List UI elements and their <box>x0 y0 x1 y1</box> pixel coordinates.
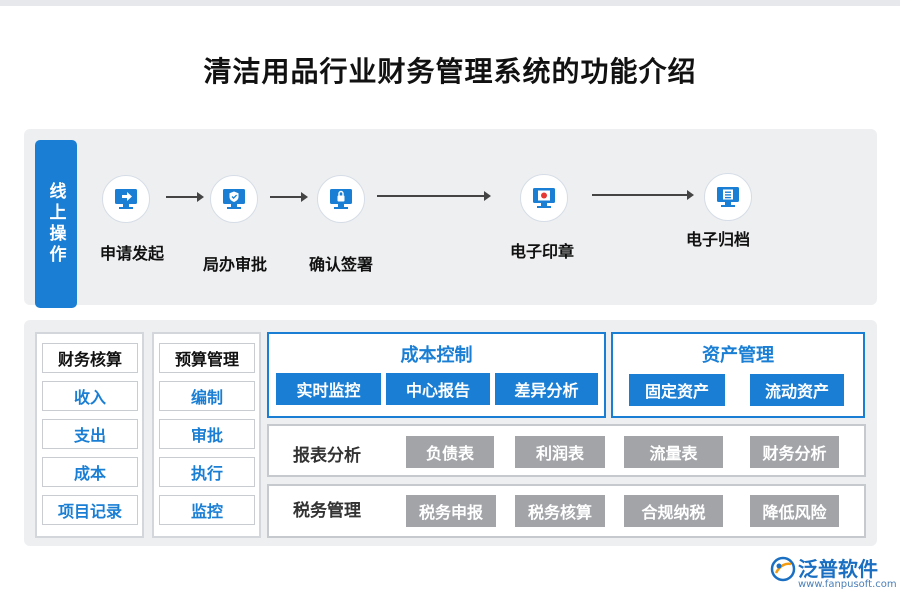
tax-item-accounting: 税务核算 <box>515 495 605 527</box>
brand-logo-icon <box>770 556 796 582</box>
step-label-archive: 电子归档 <box>686 230 751 249</box>
budget-title: 预算管理 <box>159 343 255 373</box>
report-item-financial-analysis: 财务分析 <box>750 436 839 468</box>
cost-item-center-report: 中心报告 <box>386 373 490 405</box>
tax-item-filing: 税务申报 <box>406 495 496 527</box>
brand-logo: 泛普软件 www.fanpusoft.com <box>770 553 897 595</box>
budget-item-execute: 执行 <box>159 457 255 487</box>
brand-name: 泛普软件 <box>798 557 878 581</box>
tax-item-risk-reduction: 降低风险 <box>750 495 839 527</box>
flow-arrow <box>270 192 308 202</box>
monitor-arrow-icon <box>102 175 150 223</box>
cost-item-variance-analysis: 差异分析 <box>495 373 598 405</box>
asset-management-title: 资产管理 <box>702 345 774 366</box>
flow-tag-label: 线上操作 <box>45 182 66 266</box>
monitor-shield-icon <box>210 175 258 223</box>
finance-item-income: 收入 <box>42 381 138 411</box>
finance-item-expense: 支出 <box>42 419 138 449</box>
monitor-archive-icon <box>704 173 752 221</box>
step-label-apply: 申请发起 <box>100 244 165 263</box>
asset-item-fixed: 固定资产 <box>629 374 725 406</box>
budget-item-monitor: 监控 <box>159 495 255 525</box>
step-label-seal: 电子印章 <box>510 242 575 261</box>
step-label-approve: 局办审批 <box>203 255 268 274</box>
page-title: 清洁用品行业财务管理系统的功能介绍 <box>203 55 697 88</box>
report-item-balance-sheet: 负债表 <box>406 436 494 468</box>
budget-item-approve: 审批 <box>159 419 255 449</box>
monitor-seal-icon <box>520 174 568 222</box>
budget-item-plan: 编制 <box>159 381 255 411</box>
report-item-income-statement: 利润表 <box>515 436 605 468</box>
report-item-cash-flow: 流量表 <box>624 436 723 468</box>
top-border <box>0 0 900 6</box>
asset-item-current: 流动资产 <box>750 374 844 406</box>
flow-tag: 线上操作 <box>35 140 77 308</box>
tax-management-title: 税务管理 <box>293 501 361 521</box>
step-label-confirm: 确认签署 <box>309 255 374 274</box>
tax-item-compliance: 合规纳税 <box>624 495 723 527</box>
brand-url: www.fanpusoft.com <box>798 579 897 590</box>
flow-arrow <box>592 190 694 200</box>
cost-control-title: 成本控制 <box>400 345 473 366</box>
flow-panel <box>24 129 877 305</box>
finance-item-cost: 成本 <box>42 457 138 487</box>
finance-item-project-record: 项目记录 <box>42 495 138 525</box>
report-analysis-title: 报表分析 <box>293 446 361 466</box>
flow-arrow <box>166 192 204 202</box>
monitor-lock-icon <box>317 175 365 223</box>
flow-arrow <box>377 191 491 201</box>
finance-title: 财务核算 <box>42 343 138 373</box>
cost-item-realtime-monitor: 实时监控 <box>276 373 381 405</box>
